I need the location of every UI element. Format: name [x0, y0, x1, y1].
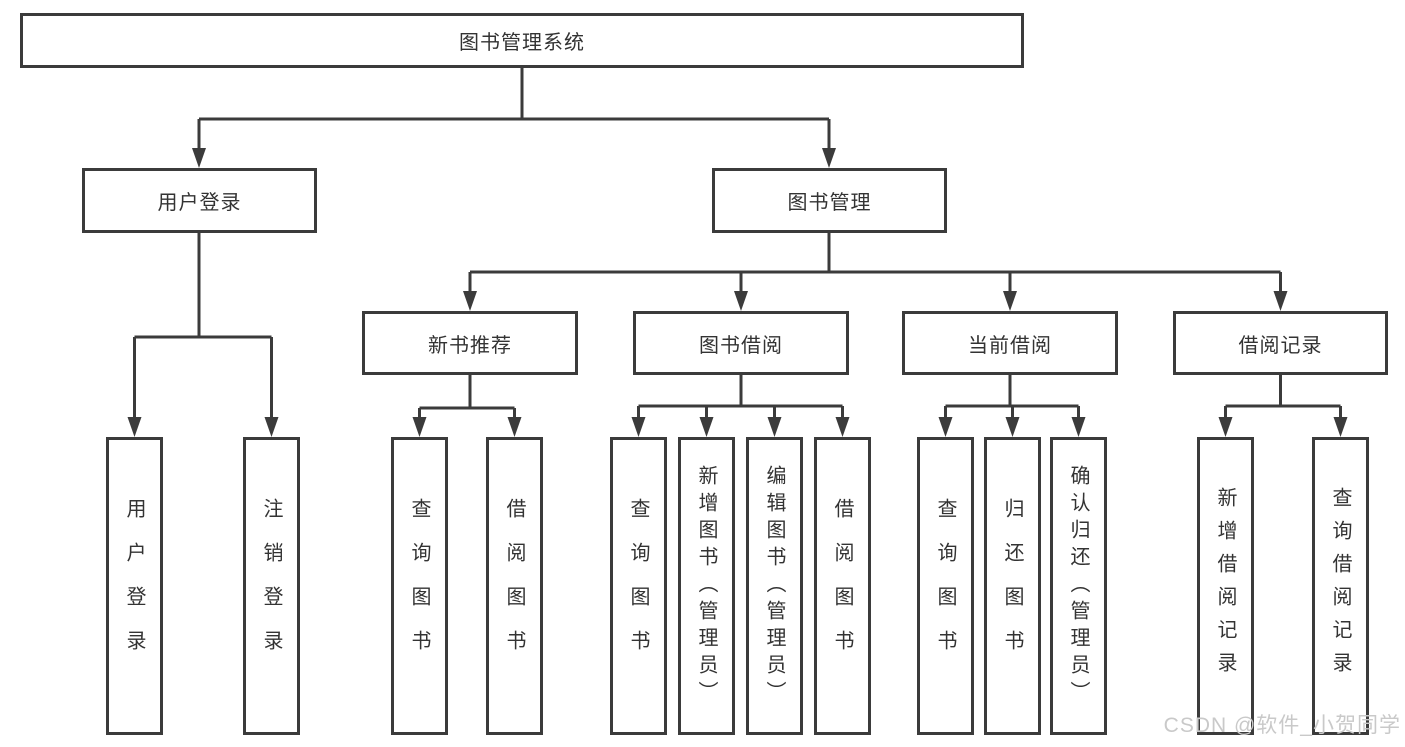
leaf-newbooks-query: 查询图书	[391, 437, 448, 735]
leaf-current-query-label: 查询图书	[934, 498, 956, 674]
leaf-user-login-label: 用户登录	[123, 498, 145, 674]
leaf-records-query-label: 查询借阅记录	[1329, 487, 1351, 685]
node-borrow-records-label: 借阅记录	[1238, 334, 1323, 357]
leaf-logout: 注销登录	[243, 437, 300, 735]
leaf-borrow-query: 查询图书	[610, 437, 667, 735]
leaf-records-query: 查询借阅记录	[1312, 437, 1369, 735]
node-root: 图书管理系统	[20, 13, 1024, 68]
leaf-current-return: 归还图书	[984, 437, 1041, 735]
node-root-label: 图书管理系统	[459, 32, 585, 54]
node-borrow-records: 借阅记录	[1173, 311, 1388, 375]
node-book-management-label: 图书管理	[787, 192, 872, 214]
node-current-borrow-label: 当前借阅	[968, 334, 1052, 357]
leaf-borrow-borrow: 借阅图书	[814, 437, 871, 735]
leaf-current-query: 查询图书	[917, 437, 974, 735]
leaf-newbooks-borrow-label: 借阅图书	[503, 498, 525, 674]
leaf-user-login: 用户登录	[106, 437, 163, 735]
connector-paths	[133, 68, 1342, 421]
leaf-logout-label: 注销登录	[260, 498, 282, 674]
arrowheads	[127, 148, 1348, 437]
leaf-borrow-add-admin: 新增图书（管理员）	[678, 437, 735, 735]
leaf-newbooks-borrow: 借阅图书	[486, 437, 543, 735]
node-new-book-recommend: 新书推荐	[362, 311, 578, 375]
csdn-watermark: CSDN @软件_小贺同学	[1163, 714, 1401, 737]
leaf-borrow-add-admin-label: 新增图书（管理员）	[695, 464, 717, 708]
node-book-borrow: 图书借阅	[633, 311, 849, 375]
node-book-management: 图书管理	[712, 168, 947, 233]
leaf-records-add-label: 新增借阅记录	[1214, 487, 1236, 685]
node-user-login: 用户登录	[82, 168, 317, 233]
leaf-borrow-edit-admin: 编辑图书（管理员）	[746, 437, 803, 735]
leaf-borrow-query-label: 查询图书	[627, 498, 649, 674]
leaf-current-confirm-admin: 确认归还（管理员）	[1050, 437, 1107, 735]
node-new-book-recommend-label: 新书推荐	[428, 334, 512, 357]
node-book-borrow-label: 图书借阅	[699, 334, 783, 357]
leaf-current-confirm-admin-label: 确认归还（管理员）	[1067, 464, 1089, 708]
leaf-borrow-edit-admin-label: 编辑图书（管理员）	[763, 464, 785, 708]
leaf-newbooks-query-label: 查询图书	[408, 498, 430, 674]
node-current-borrow: 当前借阅	[902, 311, 1118, 375]
leaf-current-return-label: 归还图书	[1001, 498, 1023, 674]
node-user-login-label: 用户登录	[157, 192, 242, 214]
leaf-records-add: 新增借阅记录	[1197, 437, 1254, 735]
leaf-borrow-borrow-label: 借阅图书	[831, 498, 853, 674]
